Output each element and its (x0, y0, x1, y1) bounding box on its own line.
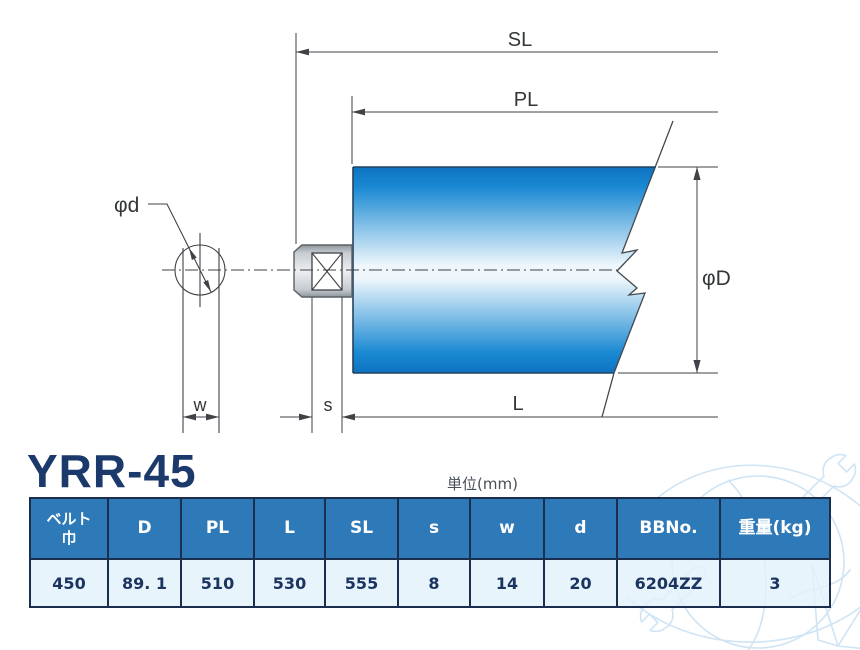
break-line (601, 120, 674, 418)
dim-label-w: w (193, 395, 208, 415)
watermark-arc (639, 464, 860, 516)
dim-label-roller-dia: φD (702, 267, 731, 290)
dimension-lines (183, 33, 718, 433)
col-header-s: s (397, 497, 471, 560)
col-header-sl: SL (324, 497, 399, 560)
dim-label-pl: PL (514, 89, 538, 111)
spec-table: ベルト 巾 D PL L SL s w d BBNo. 重量(kg) 450 8… (29, 497, 831, 608)
col-header-weight: 重量(kg) (719, 497, 831, 560)
watermark-swallow-icon (837, 609, 860, 650)
col-header-w: w (469, 497, 545, 560)
spec-table-header-row: ベルト 巾 D PL L SL s w d BBNo. 重量(kg) (29, 497, 831, 560)
dim-label-shaft-dia: φd (114, 194, 139, 217)
col-header-d-small: d (543, 497, 618, 560)
unit-label: 単位(mm) (447, 475, 518, 493)
col-header-pl: PL (180, 497, 255, 560)
cell-l: 530 (253, 558, 326, 608)
cell-bbno: 6204ZZ (616, 558, 721, 608)
col-header-d: D (107, 497, 182, 560)
col-header-belt-width: ベルト 巾 (29, 497, 109, 560)
cell-d: 89. 1 (107, 558, 182, 608)
bearing-housing (293, 244, 353, 298)
dim-label-l: L (512, 393, 523, 415)
watermark-arc (627, 597, 860, 643)
model-title: YRR-45 (27, 445, 197, 497)
col-header-l: L (253, 497, 326, 560)
cell-d-small: 20 (543, 558, 618, 608)
cell-pl: 510 (180, 558, 255, 608)
shaft-end-detail (148, 203, 226, 433)
cell-w: 14 (469, 558, 545, 608)
spec-table-data-row: 450 89. 1 510 530 555 8 14 20 6204ZZ 3 (29, 558, 831, 608)
cell-sl: 555 (324, 558, 399, 608)
cell-s: 8 (397, 558, 471, 608)
cell-weight: 3 (719, 558, 831, 608)
dim-label-sl: SL (508, 29, 532, 51)
cell-belt-width: 450 (29, 558, 109, 608)
dim-label-s: s (324, 395, 333, 415)
col-header-bbno: BBNo. (616, 497, 721, 560)
